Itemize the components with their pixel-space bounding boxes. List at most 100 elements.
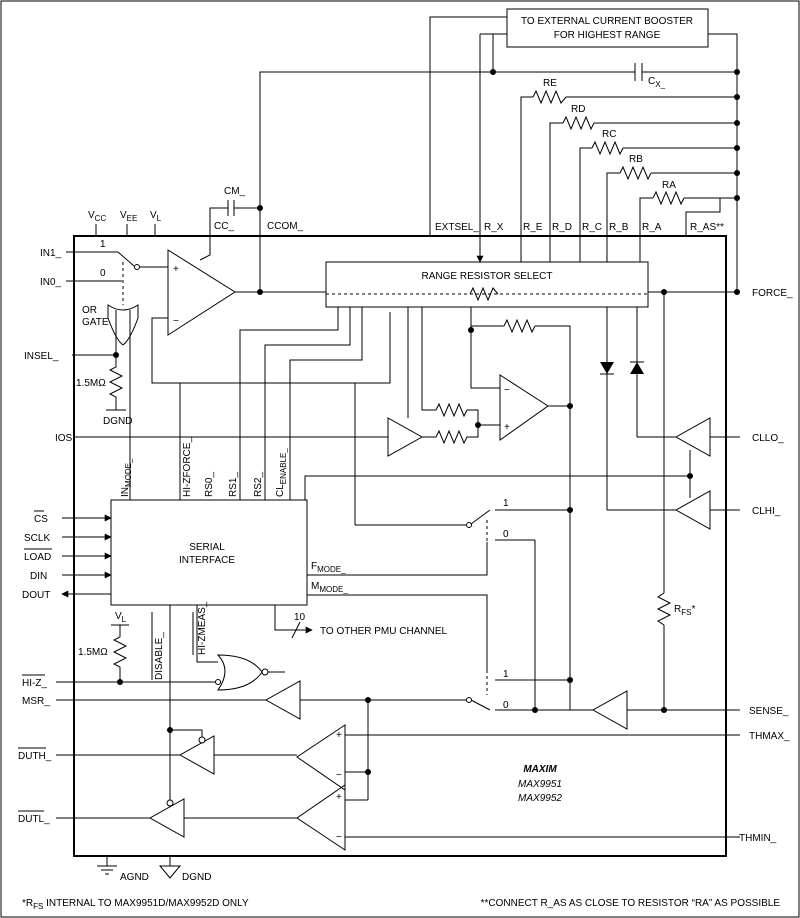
pin-in0: IN0_ (40, 277, 62, 288)
pin-ra: R_A (642, 222, 662, 233)
force-amplifier (167, 249, 236, 336)
range-select-label: RANGE RESISTOR SELECT (422, 271, 553, 282)
or-gate-label-1: OR (82, 305, 97, 316)
thmax-comparator (296, 724, 346, 791)
pin-sense: SENSE_ (749, 706, 789, 717)
pin-cs: CS (34, 514, 48, 525)
rfs-resistor (656, 592, 672, 626)
out-hizforce: HI-ZFORCE_ (182, 437, 193, 497)
pin-sclk: SCLK (24, 533, 50, 544)
ccom-label: CCOM_ (267, 221, 304, 232)
out-rs1: RS1_ (228, 472, 239, 497)
dgnd-top-label: DGND (103, 416, 132, 427)
vcc-label: VCC (88, 210, 106, 223)
input-switch (117, 251, 135, 267)
pin-dutl: DUTL_ (18, 814, 50, 825)
chip-boundary (73, 235, 727, 857)
or-gate (107, 304, 139, 346)
svg-text:+: + (336, 730, 342, 741)
bus-count: 10 (294, 612, 306, 623)
pulldown-2-label: 1.5MΩ (78, 647, 108, 658)
out-mmode: MMODE_ (311, 581, 348, 594)
svg-text:0: 0 (503, 529, 509, 540)
dgnd-bottom-label: DGND (182, 872, 211, 883)
svg-text:1: 1 (100, 239, 106, 250)
svg-text:RB: RB (629, 154, 643, 165)
vl-top-label: VL (150, 210, 162, 223)
extsel-wire (429, 16, 507, 236)
clhi-buffer (674, 490, 711, 530)
svg-text:0: 0 (503, 700, 509, 711)
serial-label-1: SERIAL (189, 542, 225, 553)
svg-text:+: + (336, 792, 342, 803)
out-clenable: CLENABLE_ (275, 448, 288, 497)
svg-text:0: 0 (100, 268, 106, 279)
disable-label: DISABLE_ (154, 632, 165, 680)
cx-label: CX_ (648, 76, 666, 89)
force-mode-switch (470, 509, 491, 525)
resistor-rd: RD (549, 104, 740, 262)
booster-label-2: FOR HIGHEST RANGE (554, 30, 661, 41)
out-rs2: RS2_ (253, 472, 264, 497)
part-number-1: MAX9951 (518, 779, 562, 790)
footnote-left: *RFS INTERNAL TO MAX9951D/MAX9952D ONLY (22, 898, 249, 911)
nor-gate (216, 654, 263, 691)
pin-duth: DUTH_ (18, 751, 52, 762)
out-rs0: RS0_ (204, 472, 215, 497)
pin-in1: IN1_ (40, 248, 62, 259)
pulldown-1-label: 1.5MΩ (76, 378, 106, 389)
svg-text:RC: RC (602, 129, 616, 140)
part-number-2: MAX9952 (518, 793, 562, 804)
pin-re: R_E (523, 222, 543, 233)
pin-din: DIN (30, 571, 47, 582)
footnote-right: **CONNECT R_AS AS CLOSE TO RESISTOR “RA”… (481, 898, 781, 909)
cm-label: CM_ (224, 186, 246, 197)
svg-text:1: 1 (503, 498, 509, 509)
pin-clhi: CLHI_ (752, 506, 781, 517)
booster-right-wire (708, 33, 738, 292)
booster-label-1: TO EXTERNAL CURRENT BOOSTER (521, 16, 693, 27)
vl-bottom-label: VL (115, 611, 127, 624)
thmin-comparator (296, 784, 346, 851)
svg-text:−: − (173, 316, 179, 327)
pin-thmin: THMIN_ (739, 833, 777, 844)
sense-buffer (591, 690, 628, 730)
out-fmode: FMODE_ (311, 561, 346, 574)
cc-label: CC_ (214, 221, 234, 232)
rfs-label: RFS* (674, 604, 695, 617)
msr-buffer (264, 680, 301, 720)
pin-msr: MSR_ (22, 696, 50, 707)
svg-text:+: + (173, 264, 179, 275)
pin-rx: R_X (484, 222, 504, 233)
pin-hiz: HI-Z_ (22, 678, 47, 689)
resistor-re: RE (520, 78, 740, 262)
out-inmode: INMODE_ (120, 458, 133, 497)
insel-pulldown (108, 355, 124, 410)
bus-label: TO OTHER PMU CHANNEL (320, 626, 447, 637)
pin-thmax: THMAX_ (749, 731, 790, 742)
sense-amplifier (499, 374, 549, 441)
measure-mode-switch (470, 699, 491, 711)
pin-cllo: CLLO_ (752, 433, 784, 444)
vee-label: VEE (120, 210, 137, 223)
or-gate-label-2: GATE (82, 317, 109, 328)
pin-ios: IOS (55, 433, 73, 444)
external-booster-box (506, 8, 709, 48)
ios-buffer (387, 417, 424, 457)
duth-buffer (178, 735, 215, 775)
pin-dout: DOUT (22, 590, 50, 601)
svg-text:−: − (336, 770, 342, 781)
pin-ras: R_AS** (690, 222, 724, 233)
pin-rd: R_D (552, 222, 572, 233)
resistor-ra: RA (639, 180, 740, 262)
pin-insel: INSEL_ (24, 351, 59, 362)
svg-text:RA: RA (662, 180, 676, 191)
dgnd-symbol (158, 865, 182, 879)
resistor-rc: RC (579, 129, 740, 262)
svg-text:+: + (504, 422, 510, 433)
hiz-pullup (112, 625, 128, 682)
cx-wire (259, 71, 635, 236)
svg-text:RE: RE (543, 78, 557, 89)
pin-load: LOAD (24, 552, 51, 563)
